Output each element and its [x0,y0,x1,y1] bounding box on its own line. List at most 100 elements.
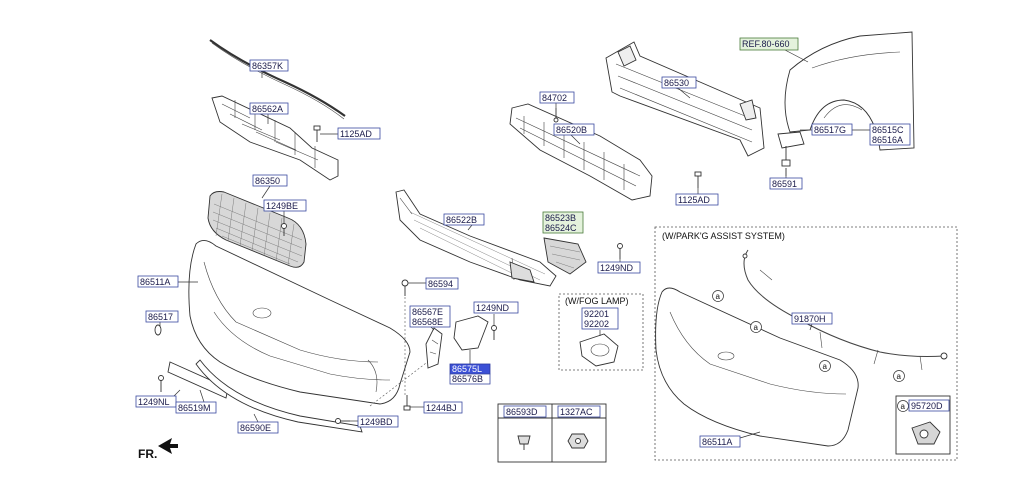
label-1249bd: 1249BD [357,415,399,428]
label-86522b: 86522B [443,213,485,226]
pin-86594 [401,279,409,296]
svg-text:86594: 86594 [428,279,453,289]
svg-text:1125AD: 1125AD [340,129,372,139]
label-1249nd-b: 1249ND [473,301,519,314]
svg-text:1249BE: 1249BE [266,201,298,211]
svg-text:1249ND: 1249ND [600,263,634,273]
svg-text:a: a [901,402,906,411]
bolt-1125ad-bottom [694,171,702,188]
svg-text:86519M: 86519M [178,403,211,413]
svg-text:a: a [716,292,721,301]
svg-text:86524C: 86524C [545,223,577,233]
label-1125ad-bottom: 1125AD [675,193,719,206]
screw-1249bd [335,418,350,424]
label-86511a-assist: 86511A [699,435,741,448]
svg-text:1249NL: 1249NL [138,397,170,407]
park-assist-section: (W/PARK'G ASSIST SYSTEM) a a a a [654,226,958,461]
label-92201-92202: 92201 92202 [581,307,619,330]
clip-86593d-icon [517,435,531,450]
svg-text:FR.: FR. [138,447,157,461]
label-86511a-main: 86511A [137,275,179,288]
svg-text:86593D: 86593D [506,407,538,417]
svg-text:86515C: 86515C [872,125,904,135]
callout-a-3: a [819,360,831,372]
svg-text:86523B: 86523B [545,213,576,223]
svg-text:86591: 86591 [772,179,797,189]
fog-lamp-title: (W/FOG LAMP) [565,296,629,306]
svg-text:REF.80-660: REF.80-660 [742,39,790,49]
fog-cover-86523b [543,237,587,275]
label-1125ad-top: 1125AD [337,127,381,140]
front-direction-marker: FR. [138,438,178,461]
svg-text:92201: 92201 [584,309,609,319]
svg-text:86562A: 86562A [252,104,283,114]
park-assist-title: (W/PARK'G ASSIST SYSTEM) [662,231,785,241]
label-86591: 86591 [769,177,803,190]
front-bumper-86511a [188,240,411,405]
callout-a-2: a [750,321,762,333]
label-1249nl: 1249NL [135,395,177,408]
lower-lip-86590e [195,359,363,433]
svg-text:a: a [754,323,759,332]
svg-text:86517G: 86517G [814,125,846,135]
label-1244bj: 1244BJ [423,401,463,414]
screw-1249nd-a [617,243,623,259]
label-86517g: 86517G [811,123,853,136]
molding-strip-86357k [209,39,346,120]
bolt-1244bj [403,395,411,411]
label-91870h: 91870H [791,312,833,325]
label-86567e-86568e: 86567E 86568E [409,305,451,328]
svg-text:86530: 86530 [664,78,689,88]
svg-text:1249ND: 1249ND [476,303,510,313]
svg-text:86357K: 86357K [252,61,283,71]
svg-text:a: a [823,362,828,371]
svg-text:1125AD: 1125AD [678,195,710,205]
svg-text:86511A: 86511A [702,437,732,447]
svg-text:86576B: 86576B [452,374,483,384]
label-86515c-86516a: 86515C 86516A [869,123,911,146]
screw-1249nd-b [491,325,497,340]
label-86593d: 86593D [503,405,547,418]
label-1249be: 1249BE [263,199,307,212]
label-86520b: 86520B [553,123,595,136]
svg-text:86511A: 86511A [140,277,170,287]
label-86575l-86576b: 86575L 86576B [449,363,491,385]
label-84702: 84702 [539,91,575,104]
fog-lamp-section: (W/FOG LAMP) [558,293,644,371]
screw-1249nl [158,375,164,392]
label-86594: 86594 [425,277,459,290]
side-bracket-86567e [425,327,443,369]
svg-text:1244BJ: 1244BJ [426,403,457,413]
svg-text:a: a [897,372,902,381]
svg-text:92202: 92202 [584,319,609,329]
svg-text:1327AC: 1327AC [560,407,593,417]
label-86357k: 86357K [249,59,289,72]
label-1249nd-a: 1249ND [597,261,641,274]
label-86350: 86350 [252,174,288,187]
sensor-95720d [911,421,941,445]
label-95720d: 95720D [908,399,950,412]
nut-1327ac-icon [567,433,589,449]
callout-a-4: a [893,370,905,382]
svg-text:95720D: 95720D [911,401,943,411]
bumper-beam-86530 [605,41,765,157]
bolt-1125ad-top [313,125,321,142]
upper-grille-bracket-86562a [211,95,339,181]
clip-86517 [154,324,162,336]
svg-text:86575L: 86575L [452,364,482,374]
label-86530: 86530 [661,76,697,89]
side-bracket-86575l [453,315,489,351]
label-86523b-86524c: 86523B 86524C [542,211,584,234]
svg-text:1249BD: 1249BD [360,417,393,427]
svg-text:91870H: 91870H [794,314,826,324]
bracket-86517g [777,131,805,167]
clip-84702 [553,108,559,123]
svg-text:86517: 86517 [148,312,173,322]
callout-a-1: a [712,290,724,302]
radiator-grille-86350 [207,191,307,268]
svg-text:86522B: 86522B [446,215,477,225]
part-labels: 86357K 86562A 1125AD 86350 1249BE 86511A… [135,37,950,448]
label-86590e: 86590E [237,421,279,434]
svg-text:86516A: 86516A [872,135,903,145]
